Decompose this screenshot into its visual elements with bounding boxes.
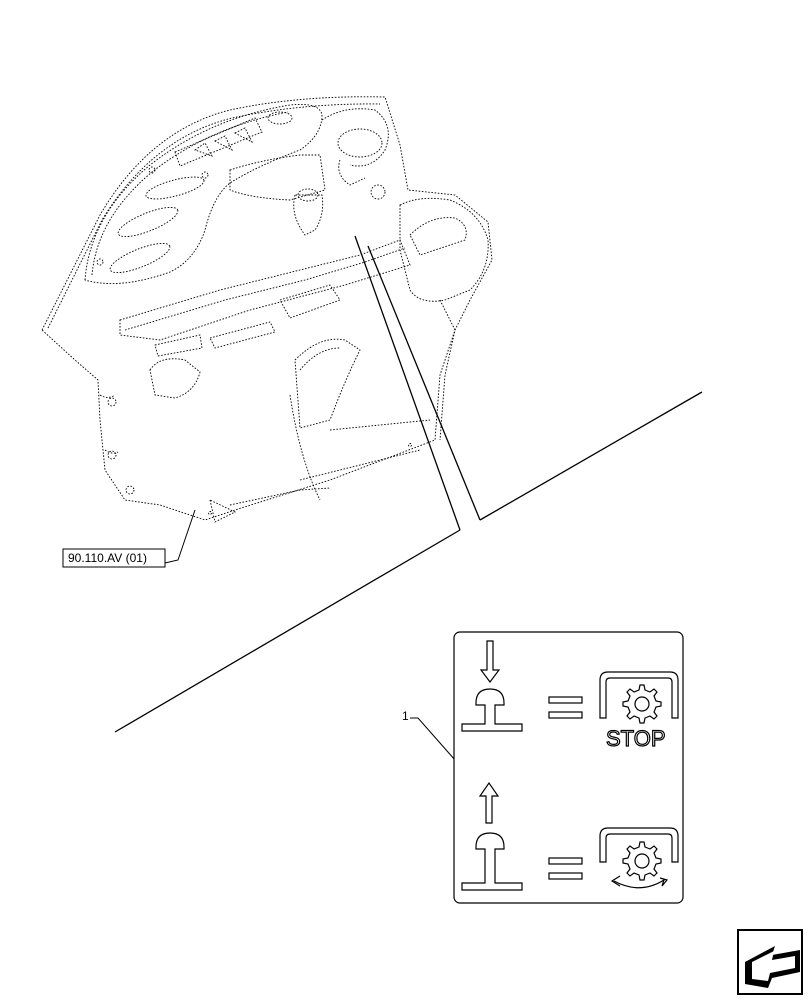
pto-gear-run-icon	[599, 827, 679, 889]
section-line-lower	[114, 529, 461, 733]
leader-line-console	[354, 235, 461, 531]
reference-label-box[interactable]: 90.110.AV (01)	[62, 509, 196, 568]
knob-pulled-icon	[461, 832, 523, 891]
leader-line-console-2	[367, 245, 481, 521]
callout-number: 1	[402, 709, 409, 723]
next-page-arrow-icon[interactable]	[737, 929, 803, 995]
equals-icon-2	[548, 857, 583, 880]
knob-pressed-icon	[461, 688, 523, 732]
console-drawing	[41, 96, 493, 523]
stop-label: STOP	[606, 726, 666, 751]
pto-gear-stop-icon	[599, 671, 679, 724]
down-arrow-icon	[479, 640, 501, 683]
section-line-upper	[479, 391, 703, 521]
equals-icon	[548, 696, 583, 719]
up-arrow-icon	[478, 781, 500, 824]
reference-label: 90.110.AV (01)	[68, 551, 147, 565]
decal-panel: STOP	[453, 631, 684, 904]
callout-1: 1	[402, 709, 456, 761]
leader-lines	[114, 235, 703, 733]
